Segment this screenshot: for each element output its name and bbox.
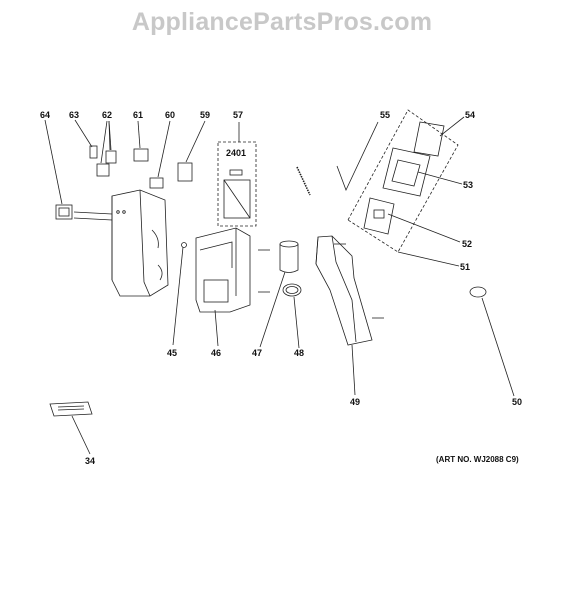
part-63-switch <box>74 119 98 159</box>
part-51-dashed-assembly <box>347 109 460 267</box>
part-53-board <box>382 147 463 197</box>
label-64: 64 <box>40 110 50 120</box>
label-60: 60 <box>165 110 175 120</box>
part-61-relay <box>133 120 149 162</box>
part-54-cover <box>413 116 465 157</box>
label-49: 49 <box>350 397 360 407</box>
label-45: 45 <box>167 348 177 358</box>
label-54: 54 <box>465 110 475 120</box>
part-49-side-panel <box>315 235 384 396</box>
control-box-housing <box>73 189 169 297</box>
label-50: 50 <box>512 397 522 407</box>
part-55-wire <box>296 121 379 196</box>
label-51: 51 <box>460 262 470 272</box>
label-62: 62 <box>102 110 112 120</box>
label-61: 61 <box>133 110 143 120</box>
label-63: 63 <box>69 110 79 120</box>
art-number: (ART NO. WJ2088 C9) <box>436 455 519 464</box>
part-48-strap <box>282 283 302 349</box>
label-46: 46 <box>211 348 221 358</box>
label-34: 34 <box>85 456 95 466</box>
label-57: 57 <box>233 110 243 120</box>
part-59-relay <box>177 120 206 182</box>
label-53: 53 <box>463 180 473 190</box>
part-45-screw <box>172 242 187 346</box>
label-47: 47 <box>252 348 262 358</box>
label-55: 55 <box>380 110 390 120</box>
label-59: 59 <box>200 110 210 120</box>
part-50-thermistor <box>469 286 515 397</box>
label-48: 48 <box>294 348 304 358</box>
watermark-logo: AppliancePartsPros.com <box>131 8 433 36</box>
part-52-switch-board <box>363 197 461 243</box>
label-2401: 2401 <box>226 148 246 158</box>
part-46-bracket <box>195 227 270 347</box>
part-64-transformer <box>44 119 73 220</box>
part-60-board <box>149 120 171 189</box>
label-52: 52 <box>462 239 472 249</box>
part-57-kit-box <box>217 122 257 227</box>
part-34-remote <box>49 401 93 455</box>
callout-labels: 64 63 62 61 60 59 57 2401 55 54 53 52 51… <box>40 110 522 466</box>
part-62-switches <box>96 120 117 177</box>
part-47-capacitor <box>259 240 299 348</box>
